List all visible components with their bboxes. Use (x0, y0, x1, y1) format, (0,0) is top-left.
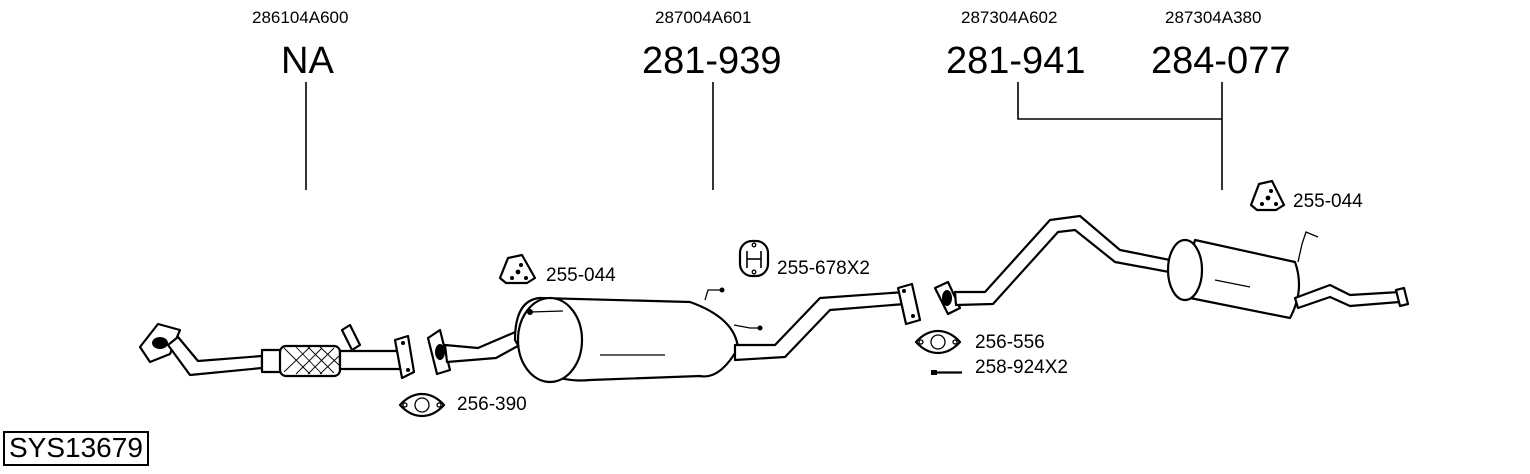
system-id-box: SYS13679 (3, 431, 149, 466)
accessory-label-bolt[interactable]: 258-924X2 (975, 357, 1068, 378)
part-number-rear-silencer-alt[interactable]: 284-077 (1151, 40, 1291, 82)
accessory-label-mount-front[interactable]: 255-044 (546, 265, 616, 286)
oem-number-front-pipe: 286104A600 (252, 8, 349, 27)
part-number-center-silencer[interactable]: 281-939 (642, 40, 782, 82)
accessory-label-gasket-rear[interactable]: 256-556 (975, 332, 1045, 353)
oem-number-center-silencer: 287004A601 (655, 8, 752, 27)
bolt-icon (931, 370, 962, 375)
oem-number-rear-silencer-alt: 287304A380 (1165, 8, 1262, 27)
gasket-icon (914, 329, 962, 355)
part-number-rear-silencer[interactable]: 281-941 (946, 40, 1086, 82)
h-hanger-icon (738, 239, 770, 278)
oem-number-rear-silencer: 287304A602 (961, 8, 1058, 27)
rubber-mount-icon (498, 253, 537, 285)
rear-silencer-drawing[interactable] (933, 214, 1410, 320)
leader-lines (305, 82, 1223, 190)
gasket-icon (398, 392, 446, 418)
accessory-label-mount-rear[interactable]: 255-044 (1293, 191, 1363, 212)
front-pipe-drawing[interactable] (138, 322, 416, 380)
accessory-label-gasket-front[interactable]: 256-390 (457, 394, 527, 415)
part-number-front-pipe[interactable]: NA (281, 40, 334, 82)
accessory-label-hanger[interactable]: 255-678X2 (777, 258, 870, 279)
rubber-mount-icon (1249, 179, 1286, 212)
center-silencer-drawing[interactable] (426, 282, 922, 384)
